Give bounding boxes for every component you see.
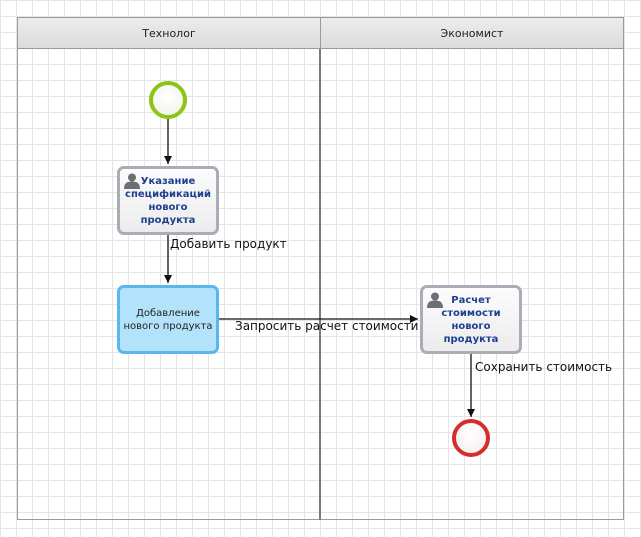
task-label: Добавление нового продукта <box>123 307 213 332</box>
lane-header-economist[interactable]: Экономист <box>320 17 624 49</box>
task-add-new-product[interactable]: Добавление нового продукта <box>117 285 219 354</box>
user-icon <box>427 292 443 308</box>
lane-title: Экономист <box>440 26 504 40</box>
end-event-icon[interactable] <box>452 419 490 457</box>
lane-title: Технолог <box>142 26 196 40</box>
lane-divider <box>319 49 321 520</box>
user-icon <box>124 173 140 189</box>
lane-header-technologist[interactable]: Технолог <box>17 17 321 49</box>
task-label: Указание спецификаций нового продукта <box>125 175 211 226</box>
flow-label-save-cost: Сохранить стоимость <box>475 360 613 374</box>
task-specify-new-product[interactable]: Указание спецификаций нового продукта <box>117 166 219 235</box>
flow-label-request-cost: Запросить расчет стоимости <box>235 319 419 333</box>
task-label: Расчет стоимости нового продукта <box>441 294 501 345</box>
start-event-icon[interactable] <box>149 81 187 119</box>
task-calculate-cost[interactable]: Расчет стоимости нового продукта <box>420 285 522 354</box>
flow-label-add-product: Добавить продукт <box>170 237 287 251</box>
